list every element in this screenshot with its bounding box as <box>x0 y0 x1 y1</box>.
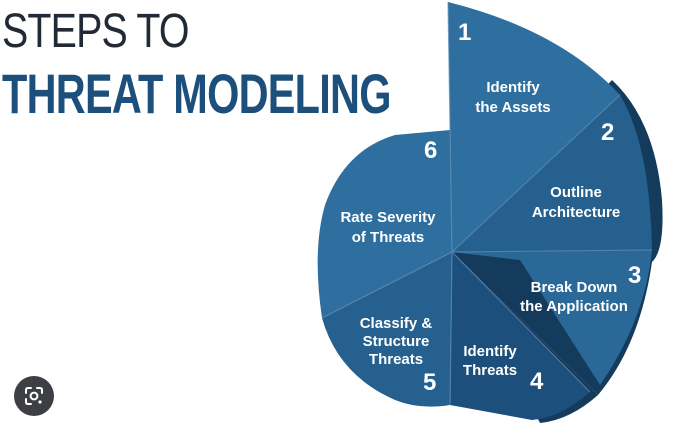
segment-5 <box>322 252 452 407</box>
step-6-label-line1: Rate Severity <box>340 209 436 226</box>
segment-2 <box>452 95 652 252</box>
step-5-label-line1: Classify & <box>360 315 433 332</box>
step-4-label-line1: Identify <box>463 343 517 360</box>
segment-6 <box>317 130 452 318</box>
divider-5 <box>449 251 453 406</box>
step-2-number: 2 <box>601 119 614 146</box>
segment-3 <box>452 250 652 385</box>
divider-6 <box>321 251 453 319</box>
title-line-steps-to: STEPS TO <box>2 5 189 58</box>
divider-3 <box>451 249 653 253</box>
google-lens-icon[interactable] <box>14 376 54 416</box>
step-3-number: 3 <box>628 262 641 289</box>
step-3-label-line1: Break Down <box>531 279 618 296</box>
step-3-label-line2: the Application <box>520 298 628 315</box>
title-line-threat-modeling: THREAT MODELING <box>2 62 391 125</box>
divider-2 <box>451 94 621 253</box>
step-1-label-line2: the Assets <box>475 99 550 116</box>
step-2-label-line1: Outline <box>550 184 602 201</box>
step-6-number: 6 <box>424 137 437 164</box>
lens-glyph <box>25 387 43 405</box>
divider-4 <box>451 251 591 393</box>
step-1-number: 1 <box>458 19 471 46</box>
segment-1 <box>448 2 620 252</box>
step-2-label-line2: Architecture <box>532 204 620 221</box>
step-4-label-line2: Threats <box>463 362 517 379</box>
segment-4 <box>450 252 590 420</box>
step-1-label-line1: Identify <box>486 79 540 96</box>
step-5-label-line3: Threats <box>369 351 423 368</box>
step-6-label-line2: of Threats <box>352 229 425 246</box>
divider-1 <box>447 1 453 253</box>
step-5-number: 5 <box>423 369 436 396</box>
step-4-number: 4 <box>530 368 544 395</box>
step-5-label-line2: Structure <box>363 333 430 350</box>
